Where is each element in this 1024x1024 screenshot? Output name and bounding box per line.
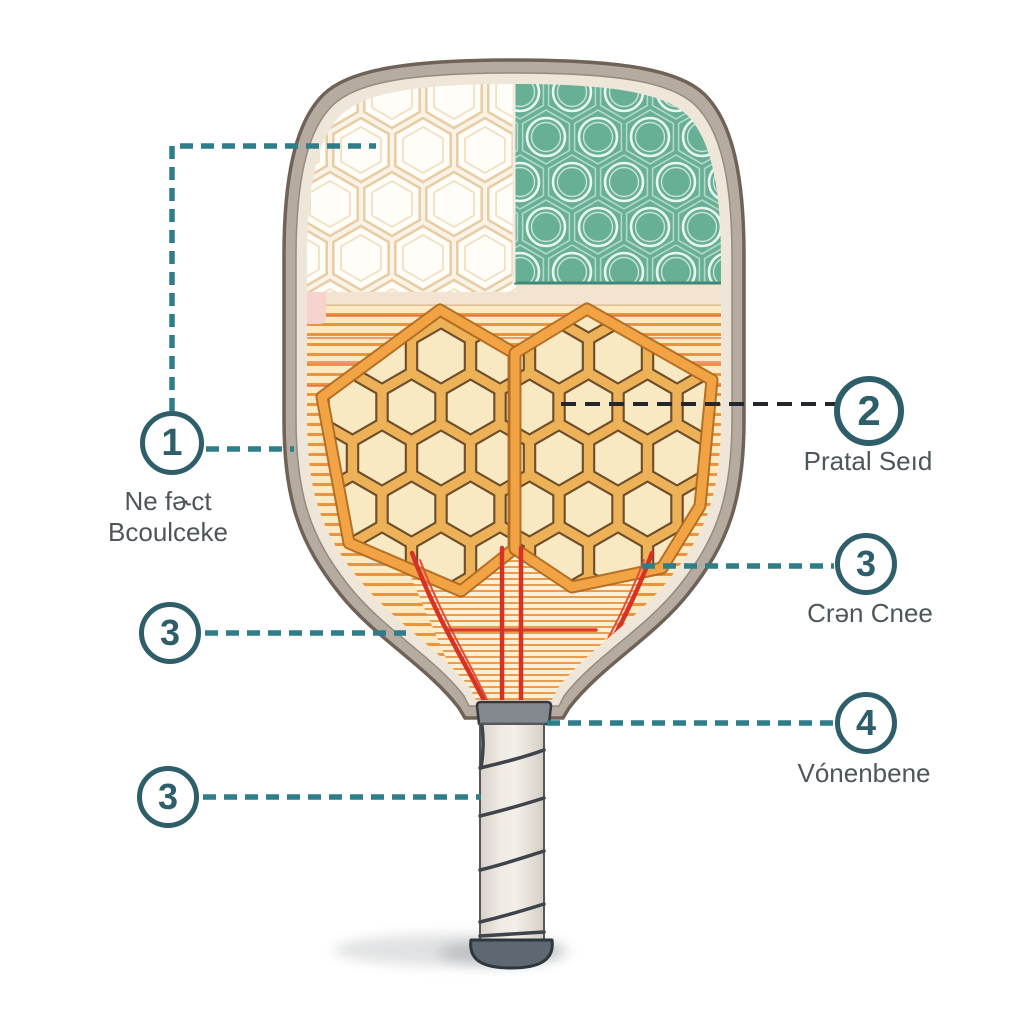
callout-3-right-label-line1: Crən Cnee (807, 598, 933, 628)
handle-butt-cap (469, 938, 554, 970)
callout-3-bottom-badge: 3 (137, 766, 199, 828)
callout-3-left-badge: 3 (139, 602, 201, 664)
callout-1-label-line1: Ne fɚct (124, 486, 212, 516)
connectors (169, 143, 836, 800)
callout-3-right-badge: 3 (835, 533, 897, 595)
callout-1-label: Ne fɚct Bcoulceke (108, 486, 228, 548)
handle (469, 700, 554, 970)
callout-4-label-line1: Vónenbene (797, 758, 931, 788)
face-pattern-teal-circles (514, 84, 721, 283)
handle-grip (479, 723, 545, 943)
callout-2-label-line1: Pratal Seıd (803, 446, 933, 476)
honeycomb-cluster-right (508, 302, 719, 594)
callout-1-badge: 1 (140, 411, 204, 475)
face-pattern-white-honeycomb (307, 84, 516, 292)
callout-4-label: Vónenbene (797, 758, 930, 789)
paddle-face (307, 84, 721, 700)
connector-callout-1 (169, 143, 376, 411)
handle-collar (475, 700, 553, 726)
callout-3-right-label: Crən Cnee (807, 598, 933, 629)
callout-2-label: Pratal Seıd (804, 446, 933, 477)
callout-1-label-line2: Bcoulceke (108, 517, 228, 547)
grip-wrap-lines (478, 724, 546, 938)
honeycomb-cluster-left (315, 303, 521, 598)
callout-4-badge: 4 (835, 692, 897, 754)
callout-2-badge: 2 (834, 376, 904, 446)
pink-edge-patch (307, 286, 326, 324)
paddle (282, 58, 746, 720)
